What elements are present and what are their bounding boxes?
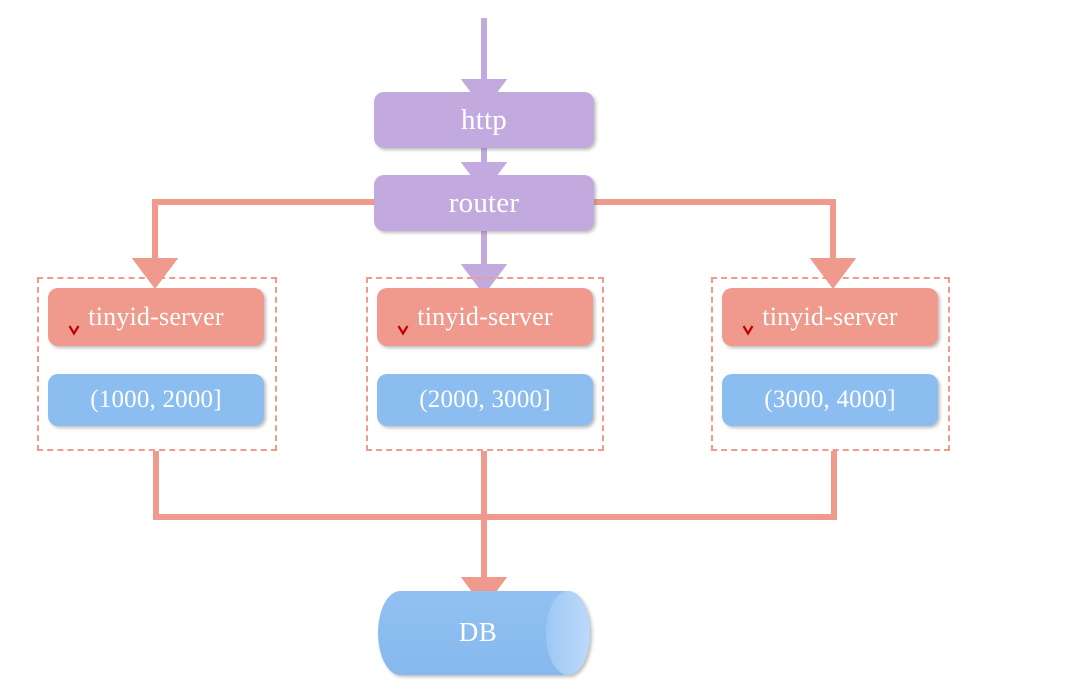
shard-group-2: tinyid-server (2000, 3000] bbox=[366, 277, 604, 451]
http-node[interactable]: http bbox=[374, 92, 594, 148]
id-range-node-1[interactable]: (1000, 2000] bbox=[48, 374, 264, 426]
id-range-label-2: (2000, 3000] bbox=[419, 386, 551, 413]
id-range-node-2[interactable]: (2000, 3000] bbox=[377, 374, 593, 426]
tinyid-server-node-3[interactable]: tinyid-server bbox=[722, 288, 938, 346]
router-node-label: router bbox=[448, 186, 520, 219]
http-node-label: http bbox=[461, 103, 507, 136]
db-node[interactable]: DB bbox=[388, 590, 568, 674]
id-range-label-3: (3000, 4000] bbox=[764, 386, 896, 413]
tinyid-server-label-2: tinyid-server bbox=[417, 302, 553, 331]
id-range-label-1: (1000, 2000] bbox=[90, 386, 222, 413]
tinyid-server-label-3: tinyid-server bbox=[762, 302, 898, 331]
arrow-router-to-shard-1 bbox=[131, 199, 374, 289]
line-shard-3-to-bus bbox=[482, 451, 837, 520]
line-shard-1-to-bus bbox=[153, 451, 486, 520]
arrow-router-to-shard-3 bbox=[594, 199, 857, 289]
router-node[interactable]: router bbox=[374, 175, 594, 231]
db-node-label: DB bbox=[458, 616, 498, 647]
shard-group-1: tinyid-server (1000, 2000] bbox=[37, 277, 277, 451]
shard-group-3: tinyid-server (3000, 4000] bbox=[711, 277, 950, 451]
tinyid-server-node-2[interactable]: tinyid-server bbox=[377, 288, 593, 346]
spellcheck-mark-icon bbox=[742, 325, 754, 336]
spellcheck-mark-icon bbox=[68, 325, 80, 336]
tinyid-server-node-1[interactable]: tinyid-server bbox=[48, 288, 264, 346]
spellcheck-mark-icon bbox=[397, 325, 409, 336]
tinyid-server-label-1: tinyid-server bbox=[88, 302, 224, 331]
id-range-node-3[interactable]: (3000, 4000] bbox=[722, 374, 938, 426]
